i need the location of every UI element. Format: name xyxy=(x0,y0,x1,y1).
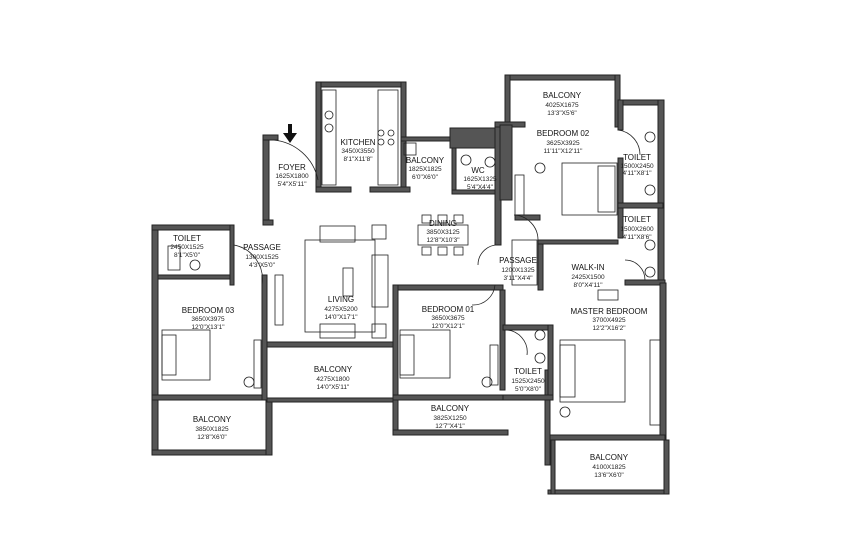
svg-text:1825X1825: 1825X1825 xyxy=(408,166,442,173)
svg-text:12'8"X6'0": 12'8"X6'0" xyxy=(197,434,227,441)
svg-text:13'6"X6'0": 13'6"X6'0" xyxy=(594,472,624,479)
svg-text:8'1"X5'0": 8'1"X5'0" xyxy=(174,252,201,259)
kitchen-label: KITCHEN xyxy=(340,138,375,147)
living-label: LIVING xyxy=(328,295,354,304)
walkin-label: WALK-IN xyxy=(571,263,604,272)
svg-text:1500X2450: 1500X2450 xyxy=(620,163,654,170)
walls xyxy=(151,74,670,495)
svg-text:3650X3675: 3650X3675 xyxy=(431,315,465,322)
svg-text:1625X1325: 1625X1325 xyxy=(463,176,497,183)
svg-text:4275X1800: 4275X1800 xyxy=(316,376,350,383)
svg-text:3700X4925: 3700X4925 xyxy=(592,317,626,324)
svg-text:3825X1250: 3825X1250 xyxy=(433,415,467,422)
svg-text:14'0"X17'1": 14'0"X17'1" xyxy=(324,314,358,321)
svg-text:12'0"X13'1": 12'0"X13'1" xyxy=(191,324,225,331)
svg-text:3'11"X4'4": 3'11"X4'4" xyxy=(503,275,533,282)
balcony-kitchen-label: BALCONY xyxy=(406,156,445,165)
bedroom01-label: BEDROOM 01 xyxy=(422,305,475,314)
doors xyxy=(233,129,646,356)
svg-text:12'2"X16'2": 12'2"X16'2" xyxy=(592,325,626,332)
svg-text:4275X5200: 4275X5200 xyxy=(324,306,358,313)
svg-text:11'11"X12'11": 11'11"X12'11" xyxy=(544,148,584,155)
svg-text:6'0"X6'0": 6'0"X6'0" xyxy=(412,174,439,181)
svg-text:4'3"X5'0": 4'3"X5'0" xyxy=(249,262,276,269)
svg-text:2450X1525: 2450X1525 xyxy=(170,244,204,251)
foyer-label: FOYER xyxy=(278,163,306,172)
master-bedroom-label: MASTER BEDROOM xyxy=(571,307,648,316)
svg-text:4'11"X8'1": 4'11"X8'1" xyxy=(622,170,652,177)
svg-text:2425X1500: 2425X1500 xyxy=(571,274,605,281)
passage-right-label: PASSAGE xyxy=(499,256,537,265)
bedroom02-label: BEDROOM 02 xyxy=(537,129,590,138)
svg-text:3650X3975: 3650X3975 xyxy=(191,316,225,323)
passage-left-label: PASSAGE xyxy=(243,243,281,252)
fixtures xyxy=(161,89,661,426)
balcony-b01-label: BALCONY xyxy=(431,404,470,413)
room-labels: BALCONY 4025X1675 13'3"X5'6" BEDROOM 02 … xyxy=(170,91,654,479)
svg-text:4025X1675: 4025X1675 xyxy=(545,102,579,109)
svg-text:5'4"X4'4": 5'4"X4'4" xyxy=(467,184,494,191)
svg-text:3450X3550: 3450X3550 xyxy=(341,148,375,155)
balcony-living-label: BALCONY xyxy=(314,365,353,374)
entry-arrow-icon xyxy=(283,124,297,143)
toilet-d-label: TOILET xyxy=(514,367,542,376)
toilet-b-label: TOILET xyxy=(623,215,651,224)
svg-text:1625X1800: 1625X1800 xyxy=(275,173,309,180)
svg-text:3625X3925: 3625X3925 xyxy=(546,140,580,147)
svg-text:8'1"X11'8": 8'1"X11'8" xyxy=(343,156,373,163)
svg-text:4'11"X8'6": 4'11"X8'6" xyxy=(622,234,652,241)
balcony-top-label: BALCONY xyxy=(543,91,582,100)
toilet-c-label: TOILET xyxy=(173,234,201,243)
svg-text:5'0"X8'0": 5'0"X8'0" xyxy=(515,386,542,393)
svg-text:1500X2600: 1500X2600 xyxy=(620,226,654,233)
svg-text:13'3"X5'6": 13'3"X5'6" xyxy=(547,110,577,117)
svg-text:14'0"X5'11": 14'0"X5'11" xyxy=(317,384,350,391)
dining-label: DINING xyxy=(429,219,457,228)
toilet-a-label: TOILET xyxy=(623,153,651,162)
bedroom03-label: BEDROOM 03 xyxy=(182,306,235,315)
svg-text:1300X1525: 1300X1525 xyxy=(245,254,279,261)
balcony-b03-label: BALCONY xyxy=(193,415,232,424)
svg-text:12'8"X10'3": 12'8"X10'3" xyxy=(426,237,460,244)
svg-text:12'0"X12'1": 12'0"X12'1" xyxy=(431,323,465,330)
svg-text:1200X1325: 1200X1325 xyxy=(501,267,535,274)
svg-text:12'7"X4'1": 12'7"X4'1" xyxy=(435,423,465,430)
svg-text:4100X1825: 4100X1825 xyxy=(592,464,626,471)
balcony-master-label: BALCONY xyxy=(590,453,629,462)
wc-label: WC xyxy=(471,166,485,175)
svg-text:8'0"X4'11": 8'0"X4'11" xyxy=(573,282,603,289)
svg-text:3850X3125: 3850X3125 xyxy=(426,229,460,236)
svg-text:3850X1825: 3850X1825 xyxy=(195,426,229,433)
svg-text:1525X2450: 1525X2450 xyxy=(511,378,545,385)
svg-text:5'4"X5'11": 5'4"X5'11" xyxy=(277,181,307,188)
